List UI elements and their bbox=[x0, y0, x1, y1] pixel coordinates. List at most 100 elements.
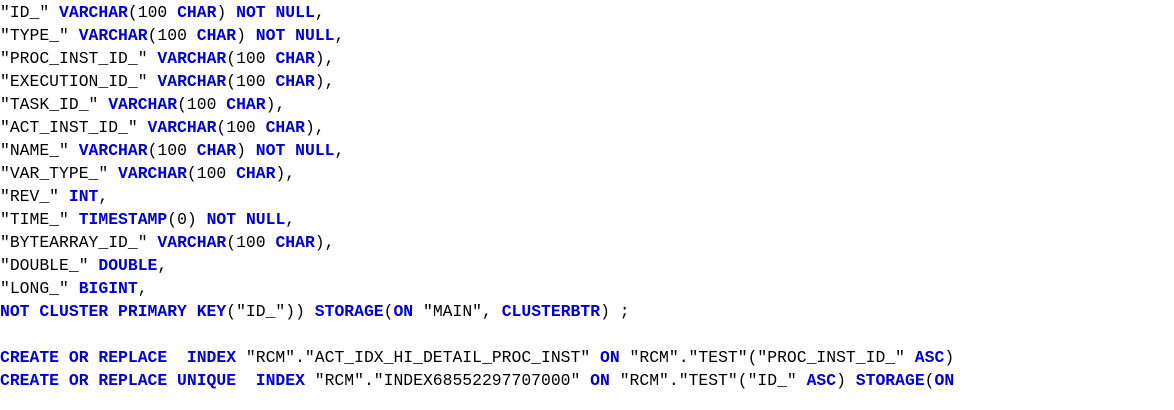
sql-keyword: STORAGE bbox=[314, 302, 384, 321]
code-line: "ID_" VARCHAR(100 CHAR) NOT NULL, bbox=[0, 1, 954, 24]
sql-text: ( bbox=[383, 302, 394, 321]
sql-text: (100 bbox=[177, 95, 227, 114]
sql-keyword: ON bbox=[393, 302, 414, 321]
sql-text: "MAIN", bbox=[413, 302, 502, 321]
sql-keyword: TIMESTAMP bbox=[78, 210, 168, 229]
sql-text: (100 bbox=[147, 26, 197, 45]
code-line: "LONG_" BIGINT, bbox=[0, 277, 954, 300]
sql-text: ( bbox=[924, 371, 935, 390]
code-line: "EXECUTION_ID_" VARCHAR(100 CHAR), bbox=[0, 70, 954, 93]
sql-text: (100 bbox=[127, 3, 178, 22]
sql-text: (0) bbox=[167, 210, 207, 229]
sql-text: "BYTEARRAY_ID_" bbox=[0, 233, 158, 252]
sql-text: "REV_" bbox=[0, 187, 69, 206]
sql-keyword: NOT NULL bbox=[206, 210, 286, 229]
sql-text: (100 bbox=[186, 164, 237, 183]
sql-keyword: CHAR bbox=[177, 3, 217, 22]
sql-text: ), bbox=[275, 164, 296, 183]
sql-text: "TASK_ID_" bbox=[0, 95, 109, 114]
sql-keyword: CHAR bbox=[226, 95, 266, 114]
sql-text: ), bbox=[314, 49, 335, 68]
sql-code-block[interactable]: "ID_" VARCHAR(100 CHAR) NOT NULL,"TYPE_"… bbox=[0, 1, 954, 392]
sql-keyword: VARCHAR bbox=[147, 118, 217, 137]
sql-text: , bbox=[157, 256, 168, 275]
code-line: ​ bbox=[0, 323, 954, 346]
sql-text: , bbox=[334, 26, 345, 45]
sql-keyword: ON bbox=[590, 371, 610, 390]
code-line: NOT CLUSTER PRIMARY KEY("ID_")) STORAGE(… bbox=[0, 300, 954, 323]
sql-text: "VAR_TYPE_" bbox=[0, 164, 119, 183]
sql-text: ) bbox=[944, 348, 955, 367]
code-line: "TYPE_" VARCHAR(100 CHAR) NOT NULL, bbox=[0, 24, 954, 47]
sql-text: , bbox=[314, 3, 325, 22]
sql-text: "TIME_" bbox=[0, 210, 79, 229]
sql-text: "TYPE_" bbox=[0, 26, 79, 45]
sql-text: "DOUBLE_" bbox=[0, 256, 99, 275]
sql-text: ) bbox=[236, 141, 256, 160]
sql-keyword: CREATE OR REPLACE INDEX bbox=[0, 348, 237, 367]
sql-text: "EXECUTION_ID_" bbox=[0, 72, 158, 91]
sql-keyword: VARCHAR bbox=[157, 72, 227, 91]
sql-keyword: INT bbox=[68, 187, 99, 206]
code-line: "ACT_INST_ID_" VARCHAR(100 CHAR), bbox=[0, 116, 954, 139]
sql-keyword: CLUSTERBTR bbox=[501, 302, 601, 321]
code-line: "TIME_" TIMESTAMP(0) NOT NULL, bbox=[0, 208, 954, 231]
code-line: "PROC_INST_ID_" VARCHAR(100 CHAR), bbox=[0, 47, 954, 70]
sql-text: , bbox=[98, 187, 109, 206]
sql-keyword: VARCHAR bbox=[157, 233, 227, 252]
sql-text: ), bbox=[304, 118, 325, 137]
sql-keyword: CHAR bbox=[196, 26, 237, 45]
sql-keyword: CHAR bbox=[275, 233, 315, 252]
sql-keyword: VARCHAR bbox=[78, 141, 148, 160]
sql-text: , bbox=[137, 279, 148, 298]
sql-text: "ACT_INST_ID_" bbox=[0, 118, 148, 137]
sql-keyword: NOT NULL bbox=[255, 141, 335, 160]
sql-keyword: CREATE OR REPLACE UNIQUE INDEX bbox=[0, 371, 305, 390]
sql-keyword: CHAR bbox=[275, 72, 315, 91]
sql-keyword: VARCHAR bbox=[118, 164, 187, 183]
sql-text: ) ; bbox=[600, 302, 630, 321]
sql-text: ), bbox=[265, 95, 286, 114]
sql-text: (100 bbox=[216, 118, 266, 137]
sql-text: ) bbox=[836, 371, 856, 390]
code-line: "NAME_" VARCHAR(100 CHAR) NOT NULL, bbox=[0, 139, 954, 162]
code-line: "REV_" INT, bbox=[0, 185, 954, 208]
sql-keyword: ASC bbox=[806, 371, 837, 390]
sql-text: , bbox=[285, 210, 296, 229]
sql-text: (100 bbox=[226, 233, 276, 252]
sql-keyword: NOT CLUSTER PRIMARY KEY bbox=[0, 302, 227, 321]
sql-keyword: ON bbox=[934, 371, 955, 390]
sql-keyword: BIGINT bbox=[78, 279, 138, 298]
sql-keyword: CHAR bbox=[275, 49, 315, 68]
sql-keyword: CHAR bbox=[236, 164, 276, 183]
sql-text: "RCM"."TEST"("ID_" bbox=[609, 371, 807, 390]
sql-text: "RCM"."ACT_IDX_HI_DETAIL_PROC_INST" bbox=[236, 348, 601, 367]
sql-text: ) bbox=[236, 26, 256, 45]
sql-text: ), bbox=[314, 72, 335, 91]
code-line: CREATE OR REPLACE UNIQUE INDEX "RCM"."IN… bbox=[0, 369, 954, 392]
sql-text: (100 bbox=[226, 72, 276, 91]
sql-text: ), bbox=[314, 233, 335, 252]
sql-keyword: CHAR bbox=[196, 141, 237, 160]
code-line: "VAR_TYPE_" VARCHAR(100 CHAR), bbox=[0, 162, 954, 185]
sql-keyword: NOT NULL bbox=[255, 26, 335, 45]
sql-keyword: VARCHAR bbox=[108, 95, 178, 114]
sql-text: "LONG_" bbox=[0, 279, 79, 298]
sql-text: "RCM"."INDEX68552297707000" bbox=[304, 371, 591, 390]
sql-text: "PROC_INST_ID_" bbox=[0, 49, 158, 68]
sql-text: "NAME_" bbox=[0, 141, 79, 160]
sql-keyword: VARCHAR bbox=[59, 3, 128, 22]
sql-text: (100 bbox=[147, 141, 197, 160]
sql-text: ) bbox=[216, 3, 237, 22]
code-line: "TASK_ID_" VARCHAR(100 CHAR), bbox=[0, 93, 954, 116]
sql-keyword: STORAGE bbox=[855, 371, 925, 390]
code-line: "BYTEARRAY_ID_" VARCHAR(100 CHAR), bbox=[0, 231, 954, 254]
sql-keyword: DOUBLE bbox=[98, 256, 158, 275]
sql-keyword: ASC bbox=[914, 348, 945, 367]
sql-text: ("ID_")) bbox=[226, 302, 315, 321]
sql-text: , bbox=[334, 141, 345, 160]
code-line: CREATE OR REPLACE INDEX "RCM"."ACT_IDX_H… bbox=[0, 346, 954, 369]
sql-keyword: VARCHAR bbox=[78, 26, 148, 45]
sql-keyword: VARCHAR bbox=[157, 49, 227, 68]
